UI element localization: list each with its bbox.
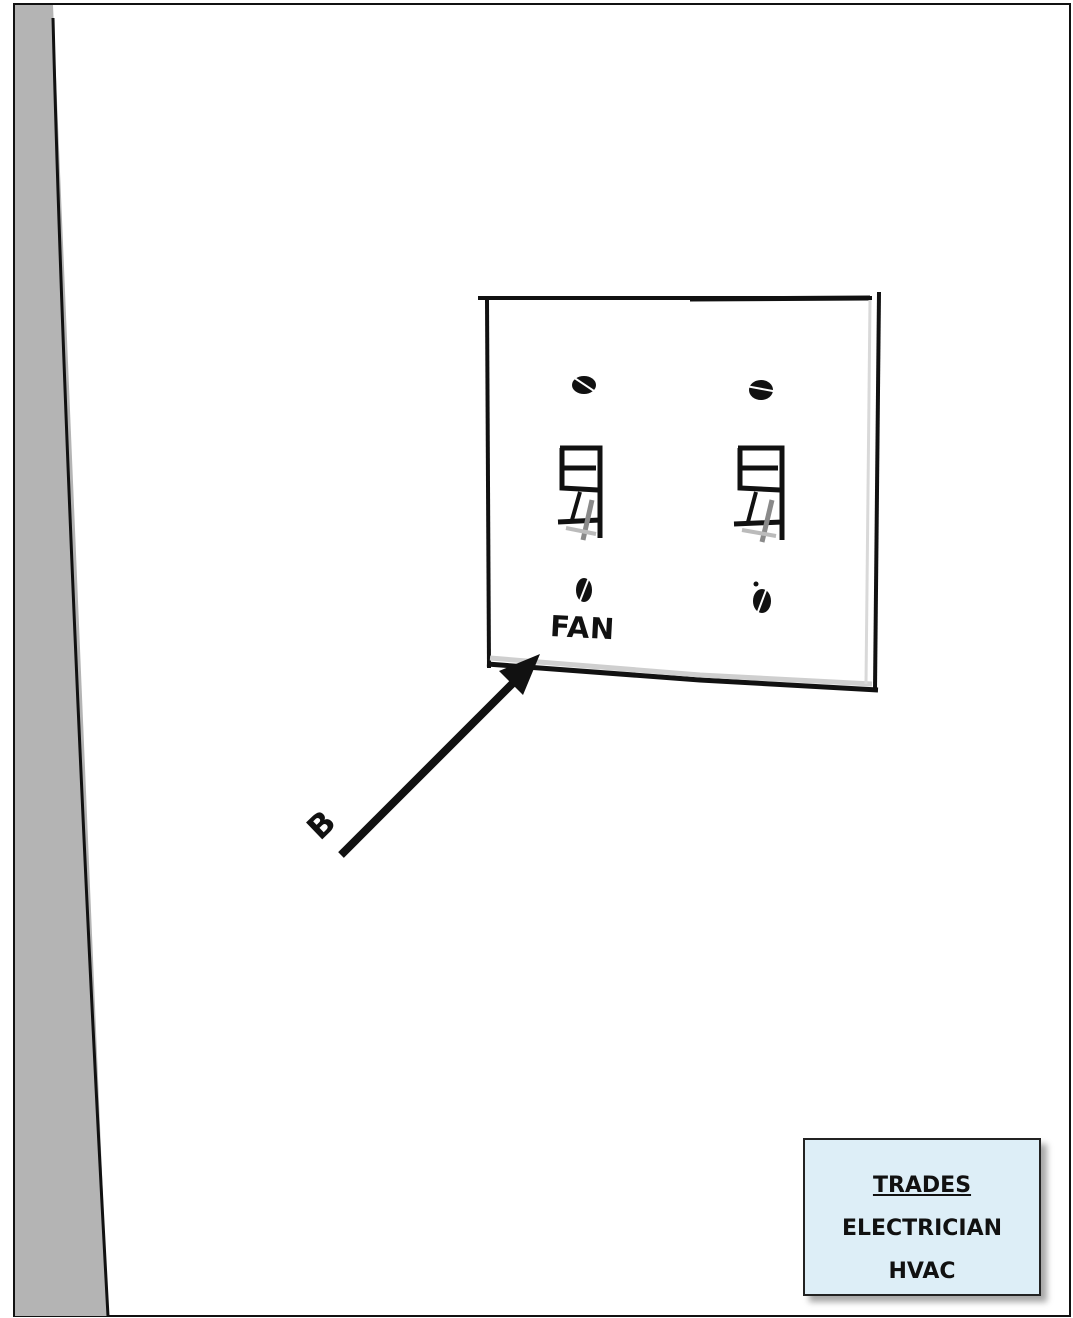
right-top-screw-icon	[745, 380, 779, 400]
trades-heading: TRADES	[872, 1173, 972, 1198]
right-toggle-icon	[733, 445, 785, 543]
trade-item-hvac: HVAC	[888, 1259, 956, 1284]
right-bottom-screw-icon	[753, 581, 771, 618]
left-top-screw-icon	[569, 374, 601, 396]
trades-legend-box: TRADES ELECTRICIAN HVAC	[803, 1138, 1041, 1296]
pointer-arrow	[338, 654, 540, 858]
left-bottom-screw-icon	[576, 574, 592, 607]
frame-border	[13, 3, 1071, 1317]
switch-plate	[478, 291, 881, 693]
fan-label: FAN	[549, 609, 616, 647]
left-toggle-icon	[557, 445, 603, 541]
wall-edge-line	[51, 17, 110, 1317]
right-toggle-switch	[733, 380, 785, 618]
trade-item-electrician: ELECTRICIAN	[841, 1216, 1003, 1241]
wall-edge	[15, 5, 108, 1316]
left-toggle-switch	[557, 374, 603, 607]
